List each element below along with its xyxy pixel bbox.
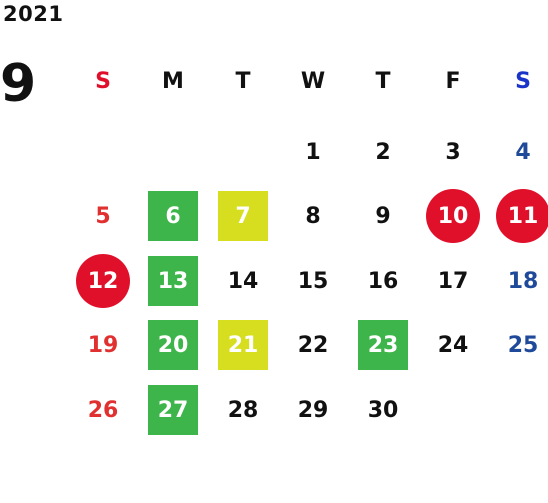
day-cell-24[interactable]: 24 (423, 320, 483, 370)
day-cell-8[interactable]: 8 (283, 191, 343, 241)
day-number: 27 (157, 397, 189, 423)
day-cell-4[interactable]: 4 (493, 127, 548, 177)
day-number: 13 (157, 268, 189, 294)
day-cell-17[interactable]: 17 (423, 256, 483, 306)
yellow-highlight-square (218, 191, 268, 241)
day-number: 26 (87, 397, 119, 423)
day-cell-5[interactable]: 5 (73, 191, 133, 241)
yellow-highlight-square (218, 320, 268, 370)
day-number: 23 (367, 332, 399, 358)
day-cell-25[interactable]: 25 (493, 320, 548, 370)
day-cell-11[interactable]: 11 (493, 189, 548, 243)
weekday-header-5: F (445, 68, 461, 94)
weekday-header-0: S (95, 68, 111, 94)
day-cell-18[interactable]: 18 (493, 256, 548, 306)
day-number: 24 (437, 332, 469, 358)
year-label: 2021 (3, 2, 64, 26)
day-number: 11 (507, 203, 539, 229)
day-number: 25 (507, 332, 539, 358)
day-cell-9[interactable]: 9 (353, 191, 413, 241)
weekday-header-1: M (162, 68, 184, 94)
day-number: 12 (87, 268, 119, 294)
day-number: 5 (95, 203, 111, 229)
holiday-highlight-circle (496, 189, 548, 243)
day-number: 29 (297, 397, 329, 423)
day-number: 19 (87, 332, 119, 358)
holiday-highlight-circle (76, 254, 130, 308)
day-cell-22[interactable]: 22 (283, 320, 343, 370)
day-number: 15 (297, 268, 329, 294)
day-number: 3 (445, 139, 461, 165)
green-highlight-square (148, 385, 198, 435)
green-highlight-square (148, 320, 198, 370)
day-number: 20 (157, 332, 189, 358)
day-cell-20[interactable]: 20 (143, 320, 203, 370)
day-cell-27[interactable]: 27 (143, 385, 203, 435)
holiday-highlight-circle (426, 189, 480, 243)
green-highlight-square (148, 256, 198, 306)
weekday-header-4: T (375, 68, 391, 94)
day-number: 22 (297, 332, 329, 358)
day-cell-29[interactable]: 29 (283, 385, 343, 435)
day-cell-15[interactable]: 15 (283, 256, 343, 306)
day-cell-28[interactable]: 28 (213, 385, 273, 435)
day-cell-23[interactable]: 23 (353, 320, 413, 370)
day-number: 14 (227, 268, 259, 294)
day-number: 21 (227, 332, 259, 358)
month-number: 9 (0, 54, 37, 114)
day-cell-19[interactable]: 19 (73, 320, 133, 370)
day-number: 18 (507, 268, 539, 294)
day-number: 8 (305, 203, 321, 229)
day-number: 28 (227, 397, 259, 423)
day-cell-2[interactable]: 2 (353, 127, 413, 177)
day-number: 1 (305, 139, 321, 165)
day-cell-10[interactable]: 10 (423, 189, 483, 243)
day-cell-26[interactable]: 26 (73, 385, 133, 435)
day-cell-6[interactable]: 6 (143, 191, 203, 241)
day-number: 10 (437, 203, 469, 229)
day-cell-14[interactable]: 14 (213, 256, 273, 306)
day-number: 17 (437, 268, 469, 294)
day-cell-1[interactable]: 1 (283, 127, 343, 177)
day-cell-21[interactable]: 21 (213, 320, 273, 370)
weekday-header-2: T (235, 68, 251, 94)
day-cell-12[interactable]: 12 (73, 254, 133, 308)
day-number: 9 (375, 203, 391, 229)
day-cell-3[interactable]: 3 (423, 127, 483, 177)
day-cell-30[interactable]: 30 (353, 385, 413, 435)
day-number: 7 (235, 203, 251, 229)
day-number: 16 (367, 268, 399, 294)
day-cell-7[interactable]: 7 (213, 191, 273, 241)
day-number: 2 (375, 139, 391, 165)
day-cell-16[interactable]: 16 (353, 256, 413, 306)
green-highlight-square (358, 320, 408, 370)
weekday-header-6: S (515, 68, 531, 94)
day-number: 4 (515, 139, 531, 165)
day-cell-13[interactable]: 13 (143, 256, 203, 306)
weekday-header-3: W (300, 68, 326, 94)
day-number: 6 (165, 203, 181, 229)
green-highlight-square (148, 191, 198, 241)
day-number: 30 (367, 397, 399, 423)
